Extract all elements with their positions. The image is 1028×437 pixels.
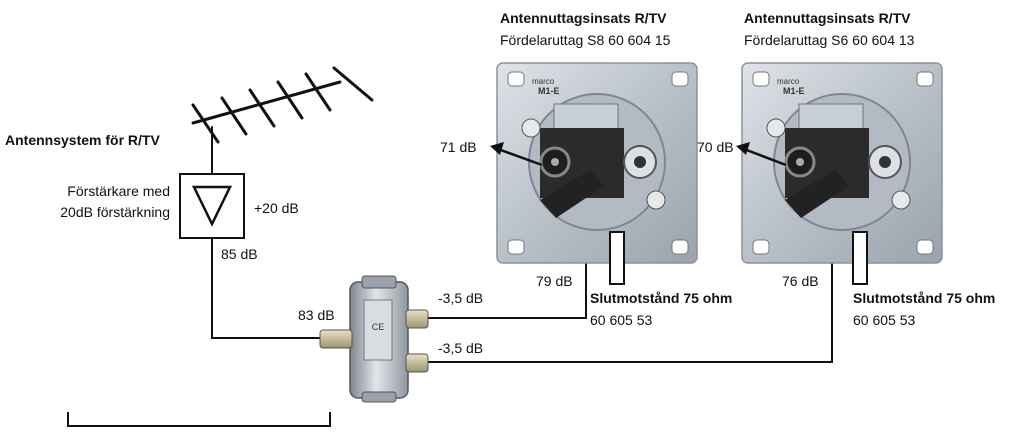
outlet-1-subtitle: Fördelaruttag S8 60 604 15 xyxy=(500,32,671,48)
outlet-plate-2: marco xyxy=(741,62,943,264)
output-arrow-2 xyxy=(736,142,787,167)
branch-loss-2: -3,5 dB xyxy=(438,340,484,356)
terminator-resistor-1 xyxy=(609,231,625,285)
terminator-2-code: 60 605 53 xyxy=(853,312,916,328)
terminator-resistor-2 xyxy=(852,231,868,285)
outlet-2-input-level: 76 dB xyxy=(782,273,819,289)
amp-label-line1: Förstärkare med xyxy=(67,183,170,199)
terminator-1-title: Slutmotstånd 75 ohm xyxy=(590,290,733,306)
outlet-brand-2: M1-E xyxy=(783,86,805,96)
amp-label-line2: 20dB förstärkning xyxy=(60,204,170,220)
splitter-input-level: 83 dB xyxy=(298,307,335,323)
branch-loss-1: -3,5 dB xyxy=(438,290,484,306)
terminator-1-code: 60 605 53 xyxy=(590,312,653,328)
outlet-1-output-level: 71 dB xyxy=(440,139,477,155)
outlet-plate-1: marco xyxy=(496,62,698,264)
amplifier-icon xyxy=(179,173,245,239)
outlet-1-input-level: 79 dB xyxy=(536,273,573,289)
svg-text:CE: CE xyxy=(372,322,385,332)
outlet-2-output-level: 70 dB xyxy=(697,139,734,155)
bracket-line xyxy=(67,412,331,427)
output-arrow-1 xyxy=(490,142,543,167)
yagi-antenna-icon xyxy=(191,66,374,175)
amp-gain: +20 dB xyxy=(254,200,299,216)
outlet-2-title: Antennuttagsinsats R/TV xyxy=(744,10,911,26)
outlet-1-title: Antennuttagsinsats R/TV xyxy=(500,10,667,26)
outlet-brand-1: M1-E xyxy=(538,86,560,96)
svg-text:marco: marco xyxy=(532,77,555,86)
amp-output-level: 85 dB xyxy=(221,246,258,262)
system-title: Antennsystem för R/TV xyxy=(5,132,160,148)
terminator-2-title: Slutmotstånd 75 ohm xyxy=(853,290,996,306)
svg-text:marco: marco xyxy=(777,77,800,86)
outlet-2-subtitle: Fördelaruttag S6 60 604 13 xyxy=(744,32,915,48)
splitter-device: CE xyxy=(319,275,429,403)
